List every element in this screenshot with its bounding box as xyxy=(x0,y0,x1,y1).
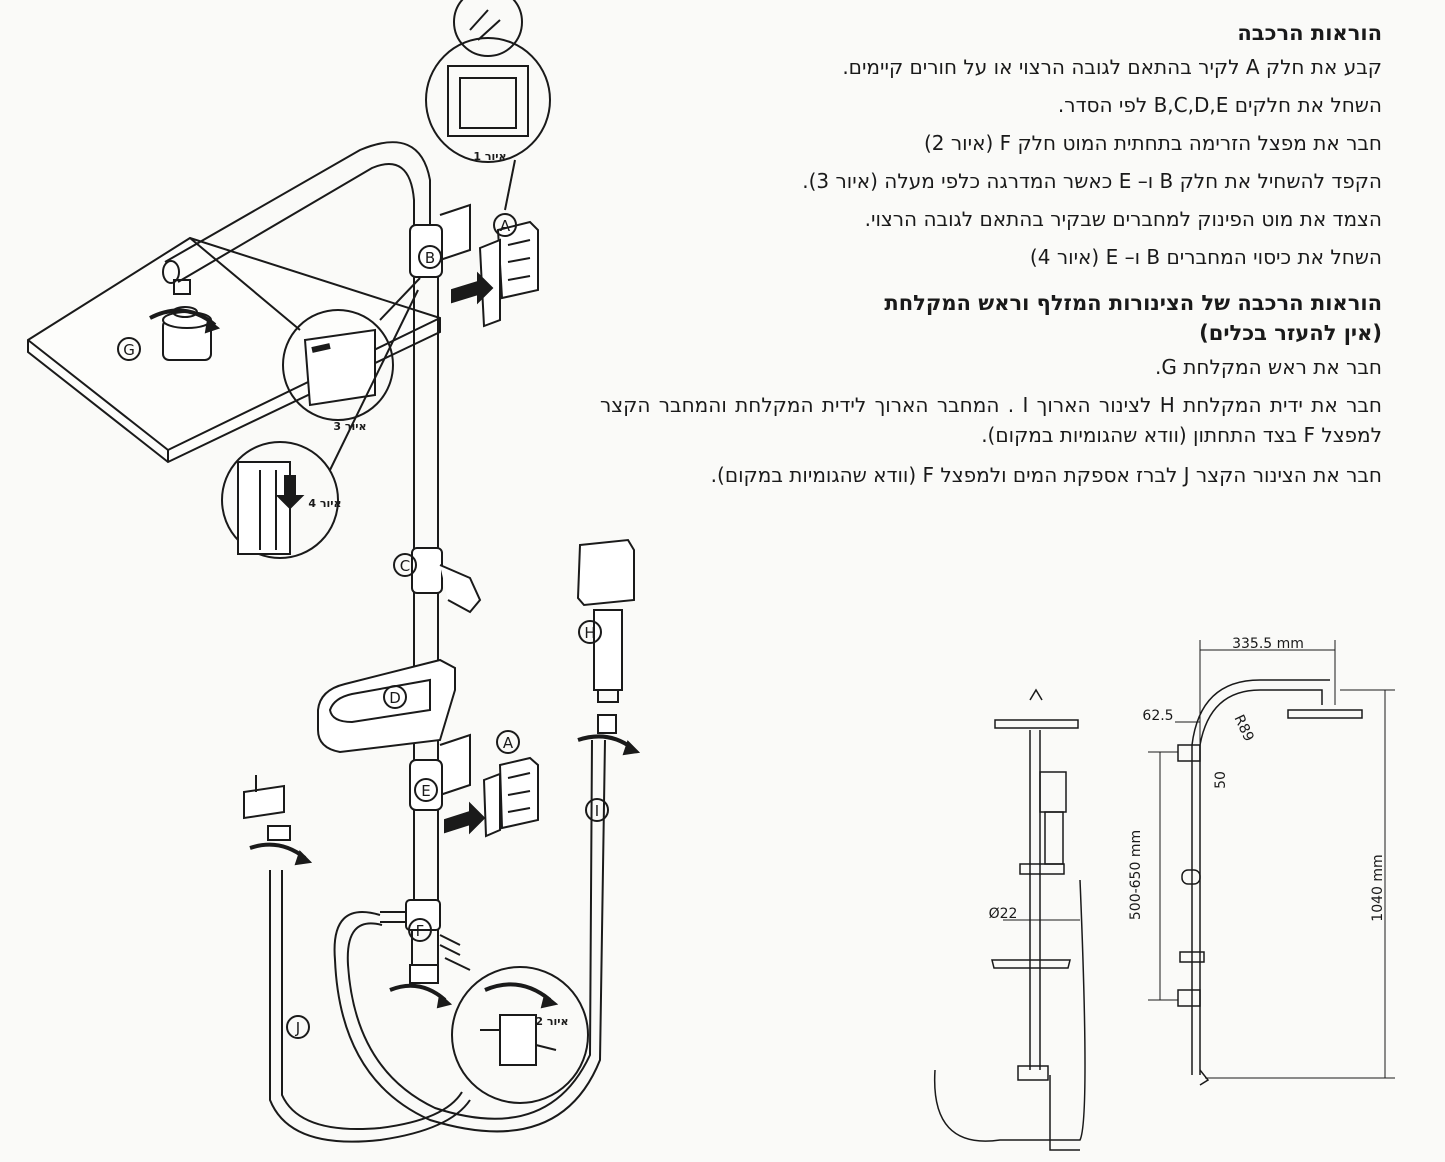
long-hose xyxy=(333,739,606,1133)
arrow-right-icon-2 xyxy=(444,801,486,835)
diverter-f xyxy=(380,899,461,984)
part-label-d: D xyxy=(389,689,401,707)
shower-head-plate xyxy=(27,236,441,464)
part-label-c: C xyxy=(400,557,410,575)
part-label-e: E xyxy=(421,782,430,800)
step-1: קבע את חלק A לקיר בהתאם לגובה הרצוי או ע… xyxy=(842,55,1382,79)
dim-total-height: 1040 mm xyxy=(1370,854,1386,921)
soap-tray-d xyxy=(317,658,456,754)
fig1-label: איור 1 xyxy=(473,150,506,163)
part-label-g: G xyxy=(123,341,135,359)
fig2-label: איור 2 xyxy=(535,1015,568,1028)
figure-3-detail xyxy=(282,277,421,421)
dim-offset: 62.5 xyxy=(1142,708,1173,724)
step-7: חבר את ראש המקלחת G. xyxy=(1155,355,1382,379)
rail-holder-b xyxy=(409,203,471,278)
part-label-j: J xyxy=(295,1019,300,1037)
hand-shower-h xyxy=(576,538,635,703)
side-view-drawing xyxy=(1177,679,1363,1086)
dim-width-top: 335.5 mm xyxy=(1232,636,1304,652)
step-4: הקפד להשחיל את חלק B ו– E כאשר המדרגה כל… xyxy=(802,169,1382,193)
fig4-label: איור 4 xyxy=(308,497,341,510)
part-label-i: I xyxy=(595,802,599,820)
figure-4-detail xyxy=(221,289,419,559)
dimension-lines xyxy=(1003,640,1395,1079)
figure-1-detail xyxy=(425,0,551,211)
step-9: חבר את הצינור הקצר J לברז אספקת המים ולמ… xyxy=(710,463,1382,487)
part-label-b: B xyxy=(425,249,435,267)
shower-arm xyxy=(162,141,431,295)
step-8: חבר את ידית המקלחת H לצינור הארוך I . המ… xyxy=(600,393,1382,447)
wall-elbow-short-hose xyxy=(243,775,471,1143)
step-2: השחל את חלקים B,C,D,E לפי הסדר. xyxy=(1057,93,1382,117)
dim-bracket-span: 500-650 mm xyxy=(1128,830,1144,920)
step-5: הצמד את מוט הפינוק למחברים שבקיר בהתאם ל… xyxy=(864,207,1382,231)
arrow-down-icon xyxy=(275,475,305,510)
section1-title: הוראות הרכבה xyxy=(1237,21,1382,45)
slider-c xyxy=(411,547,482,614)
part-label-f: F xyxy=(416,922,425,940)
head-connector xyxy=(149,306,221,361)
step-6: השחל את כיסוי המחברים B ו– E (איור 4) xyxy=(1029,245,1382,269)
wall-bracket-a-bottom xyxy=(482,756,539,838)
arrow-right-icon xyxy=(451,271,494,305)
wall-bracket-a-top xyxy=(478,220,539,328)
fig3-label: איור 3 xyxy=(333,420,366,433)
part-label-h: H xyxy=(584,624,595,642)
dim-bracket: 50 xyxy=(1213,771,1229,789)
front-view-drawing xyxy=(933,688,1086,1151)
figure-2-detail xyxy=(444,957,589,1104)
part-label-a-bottom: A xyxy=(503,734,514,752)
label-g-circle xyxy=(117,337,141,361)
dim-radius: R89 xyxy=(1231,712,1257,744)
dim-pipe-diameter: Ø22 xyxy=(989,906,1018,922)
part-label-a-top: A xyxy=(500,217,511,235)
section2-subtitle: (אין להעזר בכלים) xyxy=(1199,321,1382,345)
section2-title: הוראות הרכבה של הצינורות המזלף וראש המקל… xyxy=(884,291,1382,315)
step-3: חבר את מפצל הזרימה בתחתית המוט חלק F (אי… xyxy=(923,131,1382,155)
instructions-column: הוראות הרכבה קבע את חלק A לקיר בהתאם לגו… xyxy=(600,18,1382,500)
